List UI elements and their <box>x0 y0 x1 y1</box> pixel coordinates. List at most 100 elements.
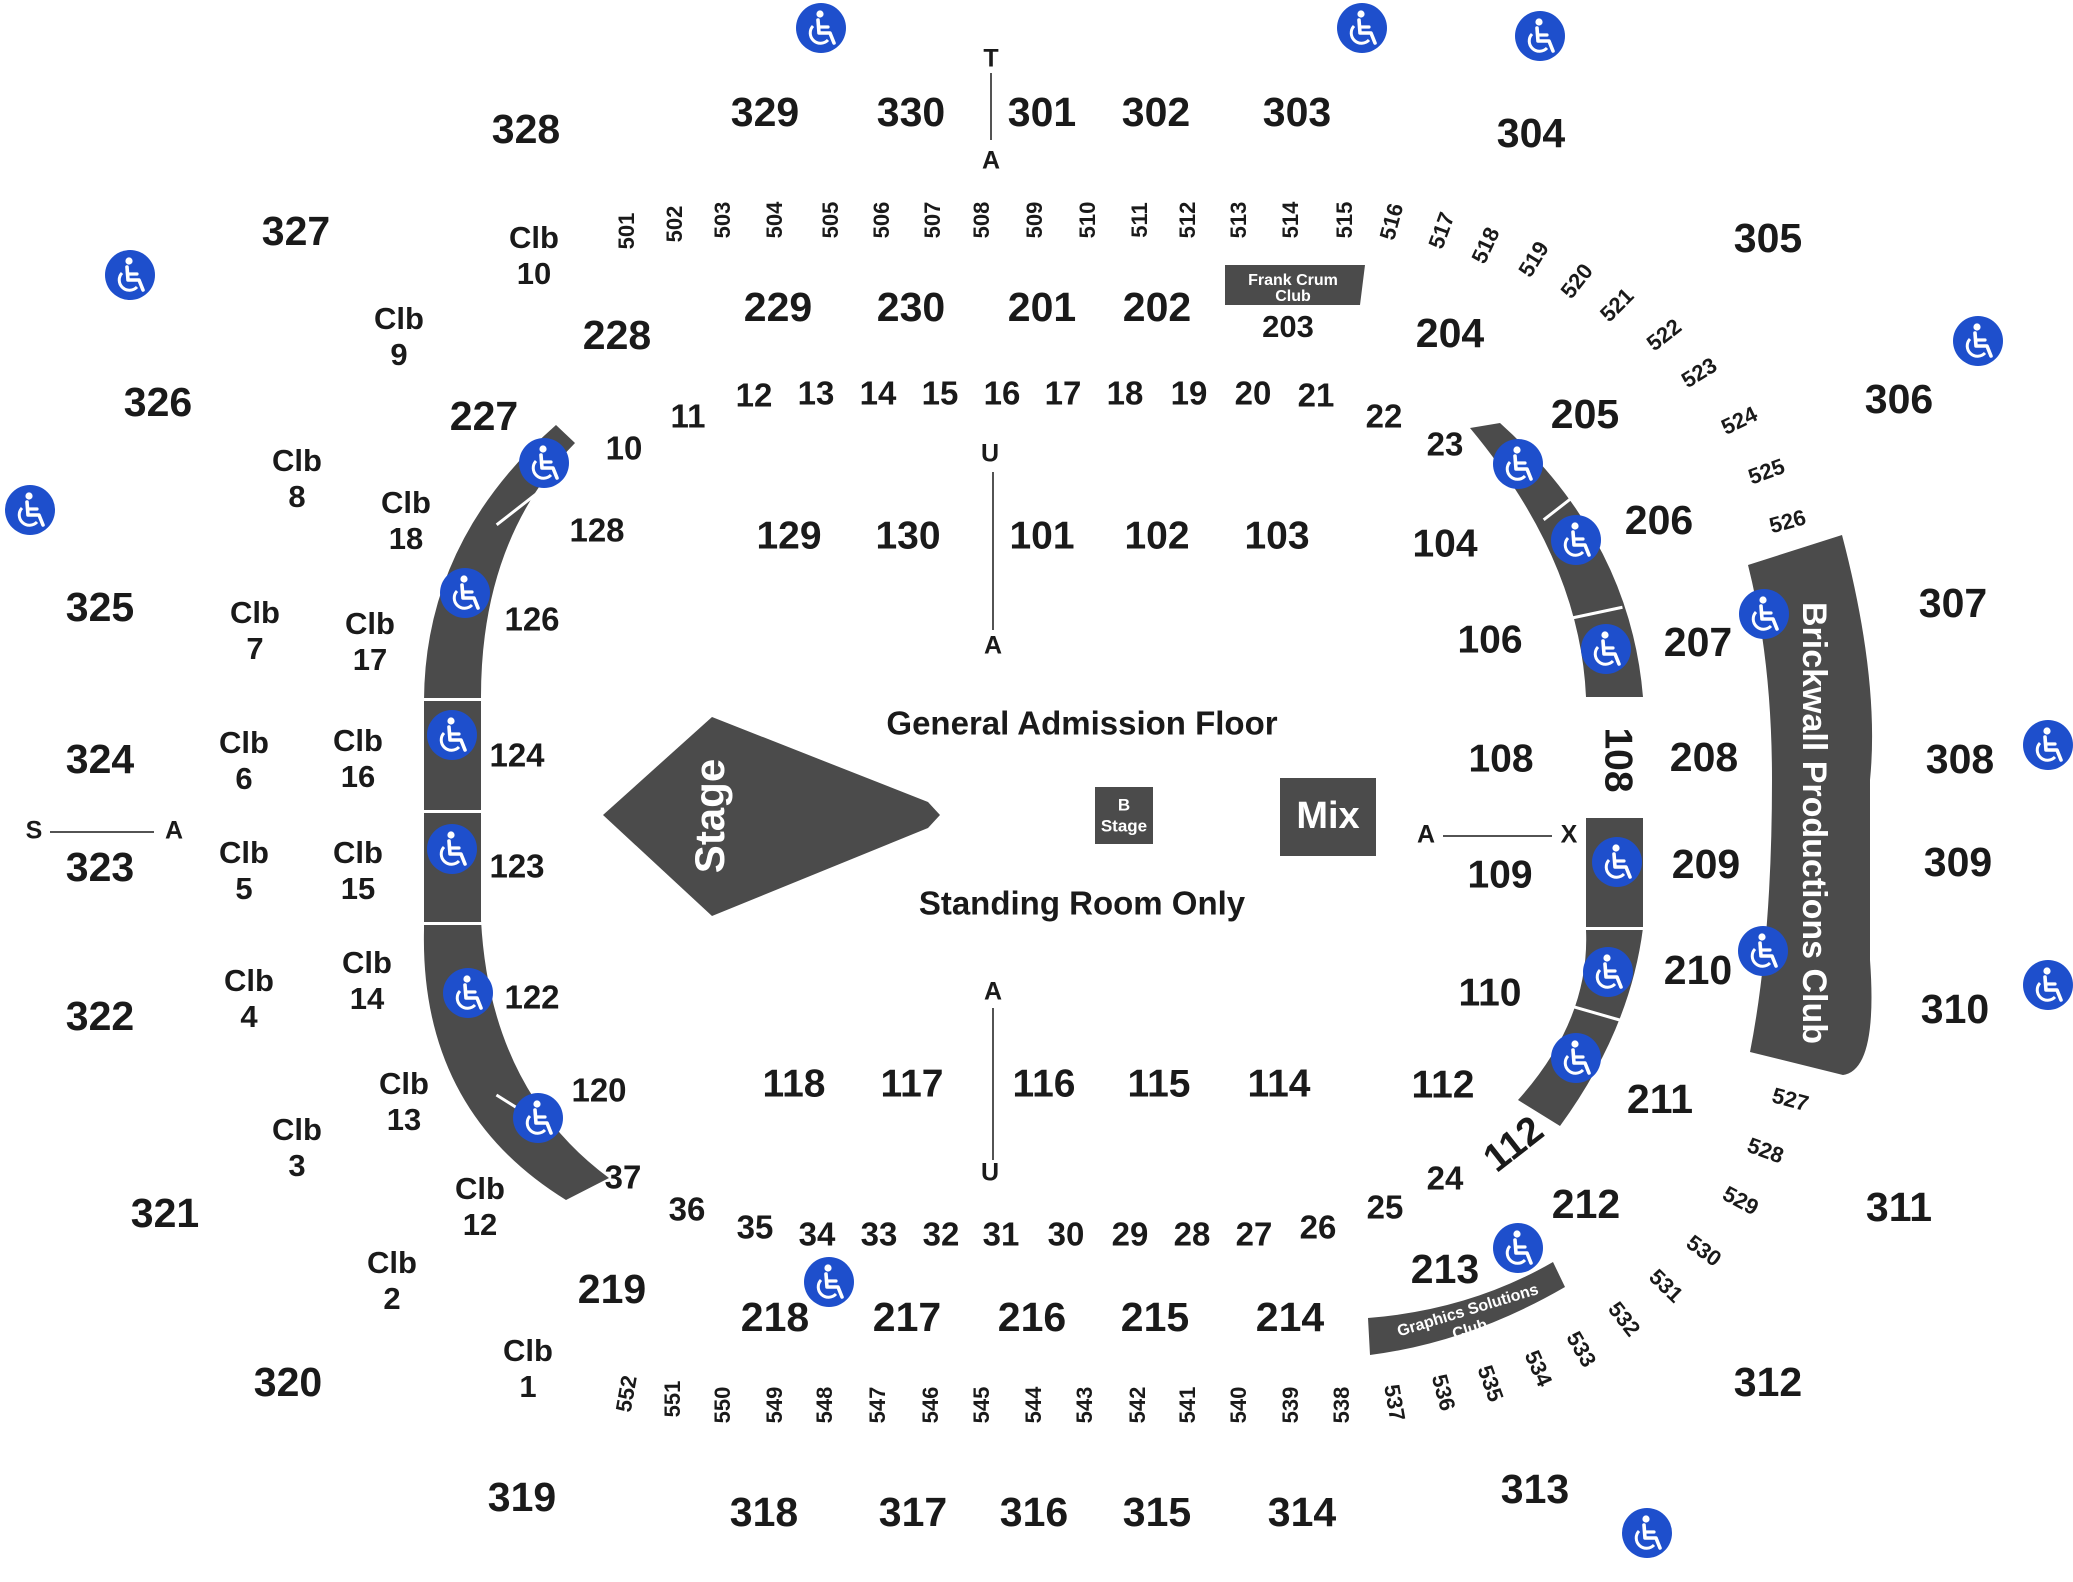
section[interactable]: 102 <box>1124 514 1189 557</box>
section[interactable]: 501 <box>614 213 639 250</box>
section[interactable]: 327 <box>262 208 330 254</box>
section[interactable]: 112 <box>1476 1108 1552 1181</box>
section[interactable]: 535 <box>1473 1362 1509 1405</box>
wheelchair-icon[interactable] <box>2021 958 2073 1012</box>
section[interactable]: 104 <box>1412 522 1477 565</box>
wheelchair-icon[interactable] <box>1590 835 1644 889</box>
section[interactable]: 326 <box>124 379 192 425</box>
section[interactable]: 230 <box>877 284 945 330</box>
section[interactable]: 512 <box>1175 202 1200 239</box>
section[interactable]: 118 <box>763 1062 826 1105</box>
section[interactable]: 534 <box>1520 1346 1558 1390</box>
section[interactable]: 325 <box>66 584 134 630</box>
section[interactable]: 316 <box>1000 1489 1068 1535</box>
section[interactable]: 312 <box>1734 1359 1802 1405</box>
section[interactable]: 117 <box>881 1062 944 1105</box>
section[interactable]: 547 <box>865 1387 890 1424</box>
section[interactable]: 537 <box>1379 1382 1410 1423</box>
section[interactable]: 219 <box>578 1266 646 1312</box>
section[interactable]: 519 <box>1513 237 1554 281</box>
wheelchair-icon[interactable] <box>1549 513 1603 567</box>
section[interactable]: 129 <box>756 514 821 557</box>
section[interactable]: 314 <box>1268 1489 1337 1535</box>
section[interactable]: 502 <box>662 206 687 243</box>
section[interactable]: 210 <box>1664 947 1732 993</box>
section[interactable]: 543 <box>1072 1387 1097 1424</box>
section[interactable]: 207 <box>1664 619 1732 665</box>
section[interactable]: 109 <box>1467 853 1532 896</box>
section[interactable]: 503 <box>710 202 735 239</box>
section[interactable]: 101 <box>1009 514 1074 557</box>
section[interactable]: 317 <box>879 1489 947 1535</box>
wheelchair-icon[interactable] <box>3 483 57 537</box>
section[interactable]: 304 <box>1497 110 1566 156</box>
section[interactable]: 505 <box>818 202 843 239</box>
section[interactable]: 202 <box>1123 284 1191 330</box>
section[interactable]: 524 <box>1717 401 1762 440</box>
section[interactable]: 228 <box>583 312 651 358</box>
wheelchair-icon[interactable] <box>425 822 479 876</box>
section[interactable]: 204 <box>1416 310 1485 356</box>
section[interactable]: 548 <box>812 1387 837 1424</box>
section[interactable]: 536 <box>1427 1372 1461 1414</box>
section[interactable]: 216 <box>998 1294 1066 1340</box>
section[interactable]: 130 <box>875 514 940 557</box>
section[interactable]: 201 <box>1008 284 1076 330</box>
section[interactable]: 124 <box>489 737 545 774</box>
section[interactable]: 513 <box>1226 202 1251 239</box>
wheelchair-icon[interactable] <box>1549 1031 1603 1085</box>
section[interactable]: 309 <box>1924 839 1992 885</box>
section[interactable]: 531 <box>1644 1264 1688 1307</box>
section[interactable]: 541 <box>1175 1387 1200 1424</box>
section[interactable]: 517 <box>1423 209 1459 252</box>
section[interactable]: 315 <box>1123 1489 1191 1535</box>
section[interactable]: 509 <box>1022 202 1047 239</box>
wheelchair-icon[interactable] <box>511 1091 565 1145</box>
section[interactable]: 324 <box>66 736 135 782</box>
wheelchair-icon[interactable] <box>517 436 571 490</box>
wheelchair-icon[interactable] <box>1579 622 1633 676</box>
section[interactable]: 550 <box>710 1387 735 1424</box>
section[interactable]: 551 <box>660 1381 685 1418</box>
wheelchair-icon[interactable] <box>794 1 848 55</box>
section[interactable]: 329 <box>731 89 799 135</box>
wheelchair-icon[interactable] <box>1491 1221 1545 1275</box>
section[interactable]: 126 <box>504 601 559 638</box>
section[interactable]: 507 <box>920 202 945 239</box>
section[interactable]: 525 <box>1745 453 1788 489</box>
section[interactable]: 218 <box>741 1294 809 1340</box>
section[interactable]: 122 <box>504 979 559 1016</box>
section[interactable]: 206 <box>1625 497 1693 543</box>
section[interactable]: 120 <box>571 1072 626 1109</box>
section[interactable]: 302 <box>1122 89 1190 135</box>
section[interactable]: 544 <box>1021 1386 1046 1423</box>
section[interactable]: 313 <box>1501 1466 1569 1512</box>
wheelchair-icon[interactable] <box>1581 945 1635 999</box>
section[interactable]: 320 <box>254 1359 322 1405</box>
section[interactable]: 530 <box>1682 1230 1726 1272</box>
section[interactable]: 229 <box>744 284 812 330</box>
wheelchair-icon[interactable] <box>1513 9 1567 63</box>
wheelchair-icon[interactable] <box>103 248 157 302</box>
section[interactable]: 546 <box>918 1387 943 1424</box>
section[interactable]: 303 <box>1263 89 1331 135</box>
wheelchair-icon[interactable] <box>1951 314 2005 368</box>
section[interactable]: 106 <box>1457 618 1522 661</box>
section[interactable]: 110 <box>1459 971 1522 1014</box>
section[interactable]: 213 <box>1411 1246 1479 1292</box>
section[interactable]: 328 <box>492 106 560 152</box>
section[interactable]: 123 <box>489 848 544 885</box>
section[interactable]: 515 <box>1332 202 1357 239</box>
section[interactable]: 532 <box>1603 1297 1645 1341</box>
section[interactable]: 510 <box>1075 202 1100 239</box>
